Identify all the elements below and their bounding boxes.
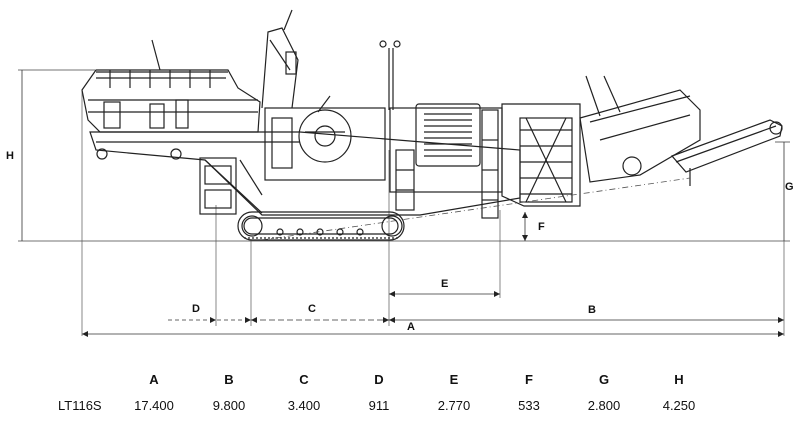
dimension-g: G [775, 141, 794, 241]
spec-header-c: C [299, 372, 309, 387]
dimension-c: C [251, 303, 389, 323]
spec-header-a: A [149, 372, 159, 387]
dimension-label-g: G [785, 181, 794, 193]
dimension-label-d: D [192, 303, 200, 315]
dimension-b: B [389, 304, 784, 323]
dimension-f: F [522, 212, 545, 241]
dimension-label-b: B [588, 304, 596, 316]
spec-value-d: 911 [368, 398, 390, 413]
dimension-label-f: F [538, 221, 545, 233]
dimension-label-a: A [407, 321, 415, 333]
dimension-e: E [389, 278, 500, 297]
feed-hopper [81, 39, 261, 133]
screen-module [501, 103, 581, 207]
dimension-label-e: E [441, 278, 448, 290]
engine-compartment [389, 103, 503, 219]
spec-value-h: 4.250 [662, 398, 696, 413]
spec-value-g: 2.800 [587, 398, 621, 413]
spec-header-b: B [224, 372, 234, 387]
spec-header-f: F [525, 372, 533, 387]
spec-header-d: D [374, 372, 384, 387]
crusher-side-view-drawing: H G D C E B [6, 9, 794, 337]
spec-model-name: LT116S [58, 398, 102, 413]
spec-header-e: E [449, 372, 459, 387]
spec-header-h: H [674, 372, 684, 387]
light-mast [379, 40, 401, 110]
crawler-tracks [237, 211, 405, 241]
specification-table: A B C D E F G H LT116S 17.400 9.800 3.40… [0, 362, 800, 422]
dimension-d: D [168, 303, 251, 323]
spec-value-c: 3.400 [287, 398, 321, 413]
spec-value-a: 17.400 [134, 398, 174, 413]
spec-header-row: A B C D E F G H [0, 372, 800, 390]
dimension-h: H [6, 70, 23, 241]
main-frame [89, 131, 521, 216]
spec-value-e: 2.770 [437, 398, 471, 413]
dimension-label-h: H [6, 150, 14, 162]
side-screen [579, 75, 701, 183]
power-unit-box [199, 157, 237, 215]
spec-value-f: 533 [518, 398, 540, 413]
crane-arm [261, 9, 299, 109]
crusher-chamber [264, 95, 386, 181]
spec-header-g: G [598, 372, 610, 387]
under-conveyor-dashed [261, 177, 691, 241]
dimension-label-c: C [308, 303, 316, 315]
discharge-conveyor [670, 119, 783, 186]
dimension-a: A [82, 321, 784, 337]
spec-value-b: 9.800 [212, 398, 246, 413]
spec-values-row: LT116S 17.400 9.800 3.400 911 2.770 533 … [0, 398, 800, 416]
